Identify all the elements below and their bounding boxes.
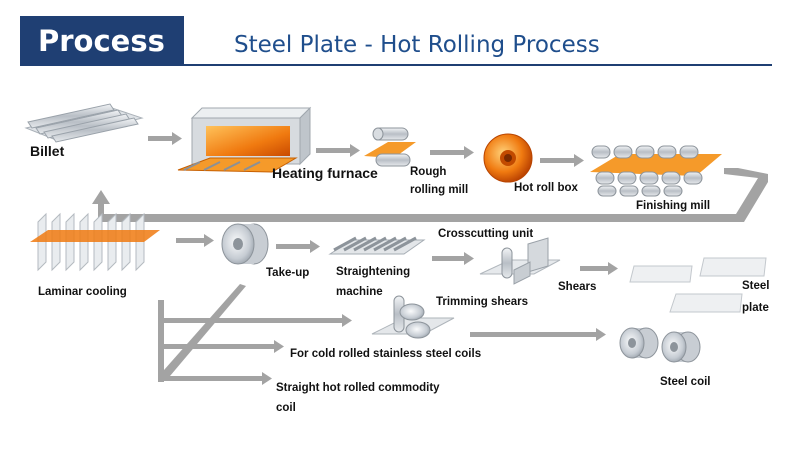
- section-title: Process: [38, 24, 165, 58]
- header-rule: [20, 64, 772, 66]
- label-rough-rolling-mill-line1: Rough: [410, 166, 447, 178]
- arrow-straightening-to-crosscut: [432, 252, 474, 265]
- crosscutting-shears-image: [479, 237, 561, 285]
- label-straightening-machine-line1: Straightening: [336, 266, 411, 278]
- label-billet: Billet: [30, 143, 65, 159]
- arrow-cooling-to-takeup: [176, 234, 214, 247]
- arrow-to-commodity-coil: [164, 372, 272, 385]
- label-commodity-coil-line1: Straight hot rolled commodity: [276, 382, 440, 394]
- rough-rolling-mill-image: [364, 127, 416, 167]
- label-finishing-mill: Finishing mill: [636, 200, 711, 212]
- page-title: Steel Plate - Hot Rolling Process: [234, 32, 600, 58]
- label-rough-rolling-mill-line2: rolling mill: [410, 184, 469, 196]
- arrow-rollbox-to-finishing: [540, 154, 584, 167]
- label-steel-coil: Steel coil: [660, 376, 711, 388]
- finishing-mill-image: [590, 145, 722, 197]
- label-straightening-machine-line2: machine: [336, 286, 383, 298]
- arrow-rough-to-rollbox: [430, 146, 474, 159]
- heating-furnace-image: [177, 106, 312, 173]
- label-heating-furnace: Heating furnace: [272, 165, 378, 181]
- label-cold-rolled-coils: For cold rolled stainless steel coils: [290, 348, 482, 360]
- label-hot-roll-box: Hot roll box: [514, 182, 578, 194]
- arrow-shears-to-plate: [580, 262, 618, 275]
- label-commodity-coil-line2: coil: [276, 402, 296, 414]
- steel-plate-image: [629, 257, 767, 313]
- label-steel-plate-line2: plate: [742, 302, 769, 314]
- take-up-coil-image: [221, 223, 269, 265]
- billet-image: [24, 103, 144, 143]
- trimming-shears-image: [371, 295, 455, 339]
- steel-coil-image: [619, 327, 701, 363]
- label-laminar-cooling: Laminar cooling: [38, 286, 127, 298]
- arrow-furnace-to-rough: [316, 144, 360, 157]
- arrow-return-line: [92, 168, 768, 222]
- arrow-to-trimming: [164, 314, 352, 327]
- label-trimming-shears: Trimming shears: [436, 296, 529, 308]
- section-tab: Process: [20, 16, 184, 66]
- label-take-up: Take-up: [266, 267, 310, 279]
- label-shears: Shears: [558, 281, 597, 293]
- arrow-billet-to-furnace: [148, 132, 182, 145]
- arrow-branch-trunk: [158, 284, 246, 382]
- arrow-to-cold-rolled: [164, 340, 284, 353]
- arrow-trimming-to-steel-coil: [470, 328, 606, 341]
- arrow-takeup-to-straightening: [276, 240, 320, 253]
- straightening-machine-image: [328, 236, 426, 255]
- hot-roll-box-image: [483, 133, 533, 183]
- laminar-cooling-image: [30, 212, 160, 272]
- label-crosscutting-unit: Crosscutting unit: [438, 228, 534, 240]
- label-steel-plate-line1: Steel: [742, 280, 770, 292]
